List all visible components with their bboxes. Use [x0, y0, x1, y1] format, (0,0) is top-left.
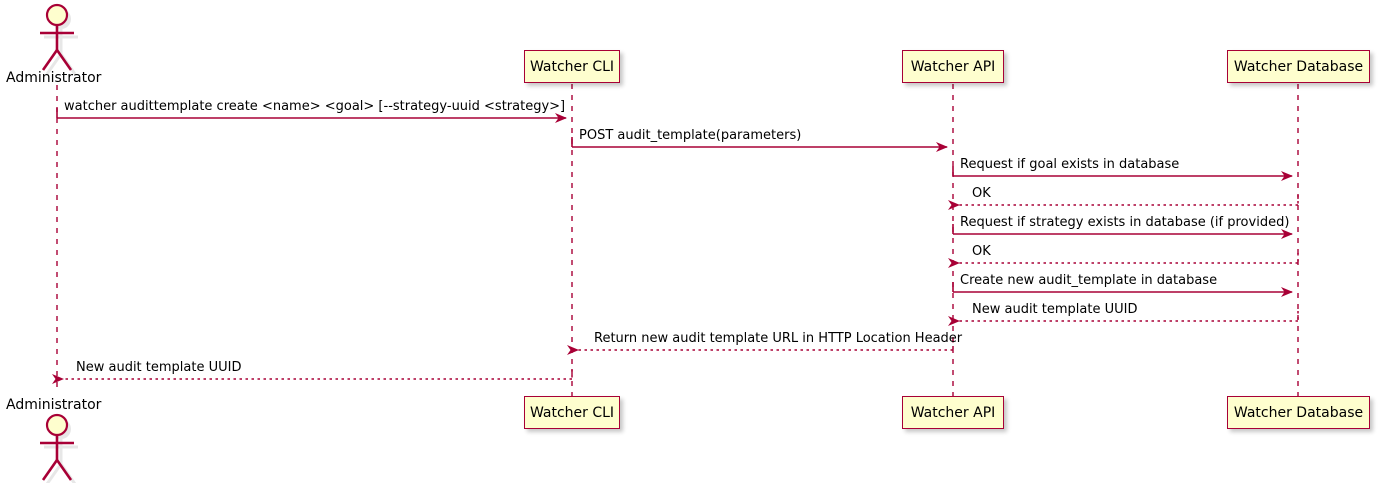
- actor-administrator-bottom: [40, 413, 78, 483]
- actor-label-administrator-top: Administrator: [6, 70, 102, 86]
- participant-label-watcher-api: Watcher API: [910, 404, 996, 421]
- participant-box-watcher-api-top[interactable]: Watcher API: [902, 50, 1004, 83]
- message-label-4: OK: [972, 186, 991, 201]
- message-label-7: Create new audit_template in database: [960, 273, 1218, 288]
- message-label-8: New audit template UUID: [972, 302, 1138, 317]
- message-label-1: watcher audittemplate create <name> <goa…: [64, 99, 566, 114]
- message-arrow-1: [56, 108, 567, 123]
- participant-box-watcher-cli-bottom[interactable]: Watcher CLI: [524, 396, 620, 429]
- message-arrow-10: [52, 369, 573, 384]
- message-label-6: OK: [972, 244, 991, 259]
- message-arrow-2: [571, 137, 948, 152]
- actor-label-administrator-bottom: Administrator: [6, 397, 102, 413]
- message-arrow-9: [567, 340, 954, 355]
- message-arrow-3: [952, 166, 1293, 181]
- actor-administrator-top: [40, 3, 78, 75]
- participant-box-watcher-database-bottom[interactable]: Watcher Database: [1227, 396, 1370, 429]
- participant-label-watcher-cli: Watcher CLI: [529, 58, 615, 75]
- participant-box-watcher-api-bottom[interactable]: Watcher API: [902, 396, 1004, 429]
- participant-label-watcher-database: Watcher Database: [1233, 58, 1364, 75]
- message-arrow-7: [952, 282, 1293, 297]
- message-label-5: Request if strategy exists in database (…: [960, 215, 1290, 230]
- message-arrow-6: [948, 253, 1299, 268]
- message-arrow-5: [952, 224, 1293, 239]
- message-arrow-4: [948, 195, 1299, 210]
- message-label-3: Request if goal exists in database: [960, 157, 1180, 172]
- message-label-10: New audit template UUID: [76, 360, 242, 375]
- participant-label-watcher-database: Watcher Database: [1233, 404, 1364, 421]
- message-arrow-8: [948, 311, 1299, 326]
- participant-label-watcher-cli: Watcher CLI: [529, 404, 615, 421]
- participant-box-watcher-database-top[interactable]: Watcher Database: [1227, 50, 1370, 83]
- participant-box-watcher-cli-top[interactable]: Watcher CLI: [524, 50, 620, 83]
- message-label-2: POST audit_template(parameters): [579, 128, 802, 143]
- message-label-9: Return new audit template URL in HTTP Lo…: [594, 331, 963, 346]
- participant-label-watcher-api: Watcher API: [910, 58, 996, 75]
